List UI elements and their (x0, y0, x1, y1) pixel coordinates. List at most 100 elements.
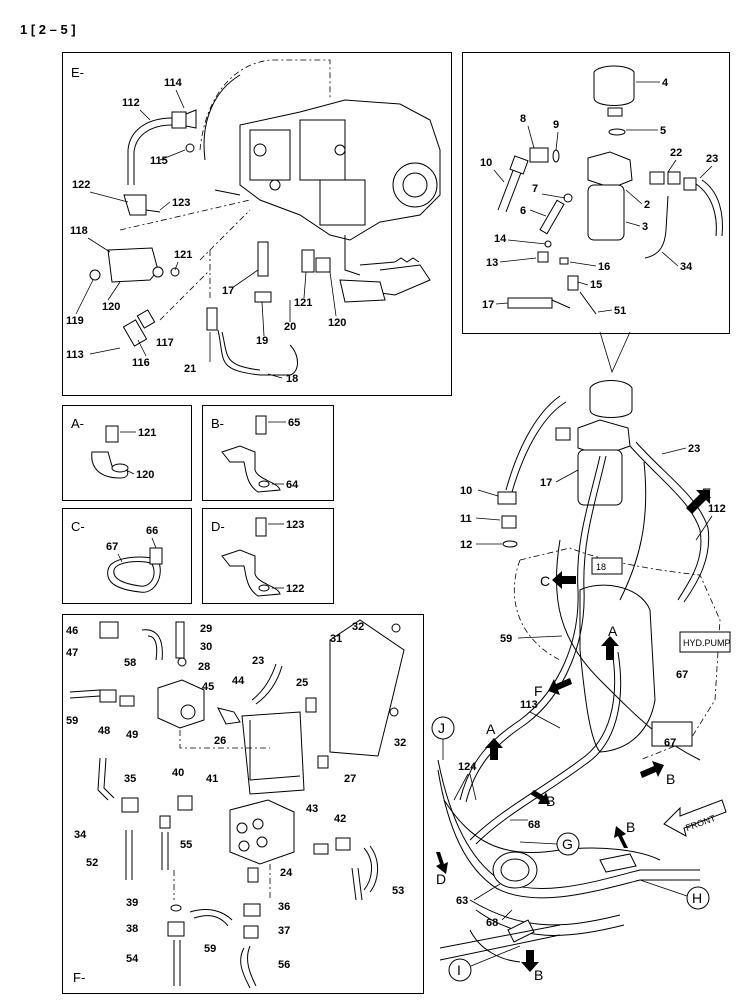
callout-main-12: 12 (460, 539, 472, 551)
callout-18: 18 (286, 373, 298, 385)
box-67: 67 (664, 737, 676, 749)
callout-121: 121 (174, 249, 192, 261)
clamp-a: 121 120 (91, 425, 156, 481)
marker-g: G (562, 836, 573, 852)
view-marker-b: B (666, 771, 675, 787)
callout-47: 47 (66, 647, 78, 659)
callout-16: 16 (598, 261, 610, 273)
callout-34: 34 (74, 829, 87, 841)
callout-119: 119 (66, 315, 84, 327)
callout-30: 30 (200, 641, 212, 653)
callout-main-68: 68 (528, 819, 540, 831)
callout-42: 42 (334, 813, 346, 825)
callout-59: 59 (66, 715, 78, 727)
panel-c: C- (62, 508, 192, 604)
view-marker-e: E (702, 485, 711, 501)
callout-22: 22 (670, 147, 682, 159)
view-marker-a: A (608, 623, 618, 639)
callout-7: 7 (532, 183, 538, 195)
view-marker-b4: B (534, 967, 543, 983)
callout-3: 3 (642, 221, 648, 233)
marker-i: I (457, 962, 461, 978)
callout-40: 40 (172, 767, 184, 779)
valve-block-assembly (69, 619, 405, 989)
callout-a-121: 121 (138, 427, 156, 439)
view-marker-b2: B (546, 793, 555, 809)
callout-37: 37 (278, 925, 290, 937)
bracket-d: 123 122 (221, 517, 304, 597)
callout-120b: 120 (328, 317, 346, 329)
callout-122: 122 (72, 179, 90, 191)
callout-19: 19 (256, 335, 268, 347)
view-arrows: E C A F A B B B D B (436, 485, 711, 983)
marker-h: H (692, 890, 702, 906)
callout-24: 24 (280, 867, 293, 879)
callout-56: 56 (278, 959, 290, 971)
callout-121b: 121 (294, 297, 312, 309)
callout-a-120: 120 (136, 469, 154, 481)
callout-23: 23 (252, 655, 264, 667)
callout-54: 54 (126, 953, 139, 965)
callout-53: 53 (392, 885, 404, 897)
callout-118: 118 (70, 225, 88, 237)
callout-c-66: 66 (146, 525, 158, 537)
hydraulic-pump-assembly (199, 59, 441, 303)
callout-46: 46 (66, 625, 78, 637)
callout-c-67: 67 (106, 541, 118, 553)
callout-23: 23 (706, 153, 718, 165)
callout-44: 44 (232, 675, 245, 687)
callout-25: 25 (296, 677, 308, 689)
callout-main-112: 112 (708, 503, 726, 515)
panel-e-callouts: 114 112 115 122 123 118 121 119 120 17 1… (66, 77, 346, 385)
box-hyd-pump: HYD.PUMP (683, 638, 731, 648)
callout-main-124: 124 (458, 761, 477, 773)
callout-31: 31 (330, 633, 342, 645)
main-callouts: 23 17 10 112 11 12 59 67 113 124 68 63 6… (456, 443, 726, 929)
panel-f-label: F- (73, 970, 86, 985)
marker-j: J (438, 720, 445, 736)
callout-main-17: 17 (540, 477, 552, 489)
panel-f-callouts: 46 47 58 29 30 28 32 31 23 45 44 25 59 4… (66, 621, 406, 971)
callout-116: 116 (132, 357, 150, 369)
callout-9: 9 (553, 119, 559, 131)
callout-52: 52 (86, 857, 98, 869)
callout-49: 49 (126, 729, 138, 741)
detail-callouts: 4 5 8 9 10 22 23 7 2 6 3 14 13 16 34 15 … (480, 77, 718, 317)
callout-main-63: 63 (456, 895, 468, 907)
callout-2: 2 (644, 199, 650, 211)
view-marker-a2: A (486, 721, 496, 737)
callout-main-67: 67 (676, 669, 688, 681)
callout-15: 15 (590, 279, 602, 291)
callout-39: 39 (126, 897, 138, 909)
callout-d-122: 122 (286, 583, 304, 595)
callout-main-113: 113 (520, 699, 538, 711)
panel-b-label: B- (211, 416, 224, 431)
callout-112: 112 (122, 97, 140, 109)
callout-6: 6 (520, 205, 526, 217)
callout-32: 32 (352, 621, 364, 633)
callout-28: 28 (198, 661, 210, 673)
callout-32b: 32 (394, 737, 406, 749)
bracket-b: 65 64 (221, 415, 300, 493)
callout-main-10: 10 (460, 485, 472, 497)
panel-c-label: C- (71, 519, 85, 534)
callout-main-23: 23 (688, 443, 700, 455)
callout-b-64: 64 (286, 479, 299, 491)
view-marker-d: D (436, 871, 446, 887)
callout-21: 21 (184, 363, 196, 375)
callout-45: 45 (202, 681, 214, 693)
grommet-c: 66 67 (106, 525, 163, 593)
callout-8: 8 (520, 113, 526, 125)
callout-113: 113 (66, 349, 84, 361)
callout-20: 20 (284, 321, 296, 333)
box-18: 18 (596, 562, 606, 572)
callout-114: 114 (164, 77, 183, 89)
callout-4: 4 (662, 77, 669, 89)
view-marker-b3: B (626, 819, 635, 835)
callout-17: 17 (222, 285, 234, 297)
filter-assembly-detail (497, 65, 723, 315)
callout-14: 14 (494, 233, 507, 245)
callout-36: 36 (278, 901, 290, 913)
callout-26: 26 (214, 735, 226, 747)
